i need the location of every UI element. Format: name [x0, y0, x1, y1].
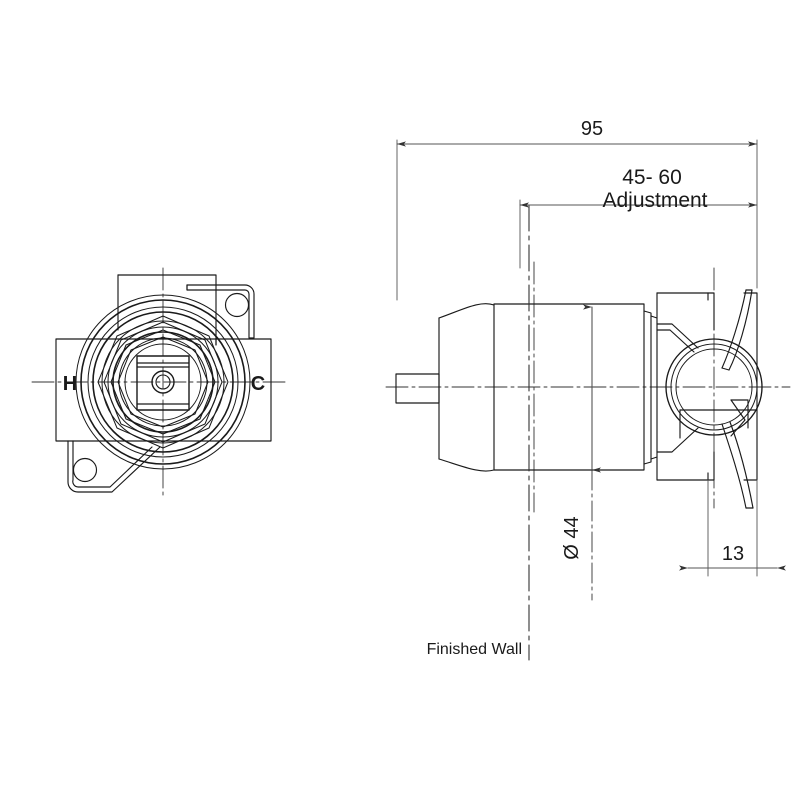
front-inner-polygon-rings	[97, 315, 229, 449]
front-view-hot-label: H	[63, 373, 77, 395]
dimension-adjustment-caption-label: Adjustment	[602, 189, 707, 212]
dimension-adjustment-45-60: 45- 60 Adjustment	[519, 166, 758, 269]
side-fin-bottom	[721, 421, 754, 509]
dimension-plate-depth-13-label: 13	[722, 543, 744, 565]
front-body-upper-block	[117, 274, 217, 346]
front-escutcheon-rings	[75, 294, 251, 470]
side-cylinder-body	[493, 303, 658, 471]
dimension-layer: 95 45- 60 Adjustment Ø 44 13	[396, 118, 786, 658]
dimension-diameter-44: Ø 44	[561, 304, 601, 601]
side-section-view	[385, 204, 791, 661]
side-fin-top	[721, 289, 753, 371]
dimension-adjustment-value-label: 45- 60	[622, 166, 682, 189]
front-elevation-view: H C	[31, 267, 289, 498]
dimension-overall-95-label: 95	[581, 118, 603, 140]
side-bracket-arm-lower	[656, 427, 699, 453]
front-view-cold-label: C	[251, 373, 265, 395]
finished-wall-label: Finished Wall	[427, 641, 522, 658]
front-spindle-block	[136, 355, 190, 411]
dimension-overall-95: 95	[396, 118, 758, 301]
front-mounting-tab-bottom-left	[67, 440, 161, 493]
side-bracket-arm-upper	[656, 323, 699, 353]
dimension-diameter-44-label: Ø 44	[561, 516, 583, 559]
side-dome-cap	[438, 303, 495, 472]
side-spindle-stub	[395, 373, 440, 404]
front-mounting-tab-top-right	[186, 284, 255, 339]
dimension-plate-depth-13: 13	[679, 479, 786, 577]
side-outlet-opening	[665, 338, 763, 439]
front-body-flange	[55, 338, 272, 442]
side-view-centerlines	[385, 261, 791, 513]
